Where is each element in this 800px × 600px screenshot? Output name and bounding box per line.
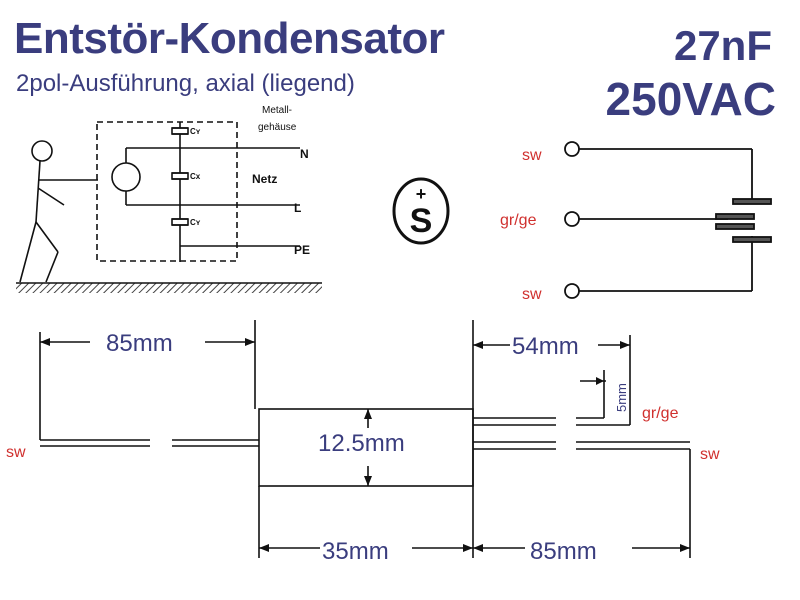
s-approval-mark-icon: + S	[392, 177, 450, 245]
line-label-pe: PE	[294, 243, 310, 257]
capacitor-body	[258, 408, 474, 487]
wire-label: sw	[700, 446, 720, 463]
person-figure-icon	[19, 140, 98, 283]
capacitor-plate	[732, 198, 772, 205]
cap-label-cy: Cʏ	[190, 218, 201, 227]
dimension-label: 12.5mm	[318, 430, 405, 457]
terminal-schematic	[564, 141, 772, 299]
terminal-icon	[564, 211, 580, 227]
terminal-label: sw	[522, 286, 542, 303]
terminal-icon	[564, 141, 580, 157]
terminal-label: sw	[522, 147, 542, 164]
capacitor-plate	[732, 236, 772, 243]
symbol-plus: +	[416, 184, 427, 204]
dimension-label: 54mm	[512, 333, 579, 360]
cap-label-cx: Cx	[190, 172, 201, 181]
ground-hatch	[16, 283, 322, 293]
page-title: Entstör-Kondensator	[14, 14, 445, 63]
housing-label: gehäuse	[258, 122, 297, 133]
dimension-drawing	[39, 320, 691, 558]
voltage-rating: 250VAC	[605, 73, 776, 125]
line-label-l: L	[294, 201, 301, 215]
symbol-letter: S	[410, 202, 433, 240]
subtitle: 2pol-Ausführung, axial (liegend)	[16, 70, 355, 97]
dimension-arrows	[40, 338, 690, 552]
dimension-label: 85mm	[106, 330, 173, 357]
capacitor-plate	[715, 213, 755, 220]
metal-housing-outline	[96, 121, 238, 262]
circuit-labels: Metall- gehäuse Cʏ Cx Cʏ Netz N L PE	[190, 105, 310, 257]
capacitor-symbol	[171, 218, 189, 226]
wire-label: sw	[6, 444, 26, 461]
circuit-schematic	[16, 121, 322, 293]
terminal-label: gr/ge	[500, 212, 537, 229]
housing-label: Metall-	[262, 105, 292, 116]
motor-icon	[111, 162, 141, 192]
line-label-n: N	[300, 147, 309, 161]
cap-label-cy: Cʏ	[190, 127, 201, 136]
dimension-label: 85mm	[530, 538, 597, 565]
capacitance-value: 27nF	[673, 22, 772, 69]
wire-label: gr/ge	[642, 405, 679, 422]
capacitor-plate	[715, 223, 755, 230]
dimension-label: 5mm	[614, 383, 629, 412]
net-label: Netz	[252, 172, 277, 186]
capacitor-symbol	[171, 172, 189, 180]
terminal-icon	[564, 283, 580, 299]
dimension-label: 35mm	[322, 538, 389, 565]
capacitor-symbol	[171, 127, 189, 135]
